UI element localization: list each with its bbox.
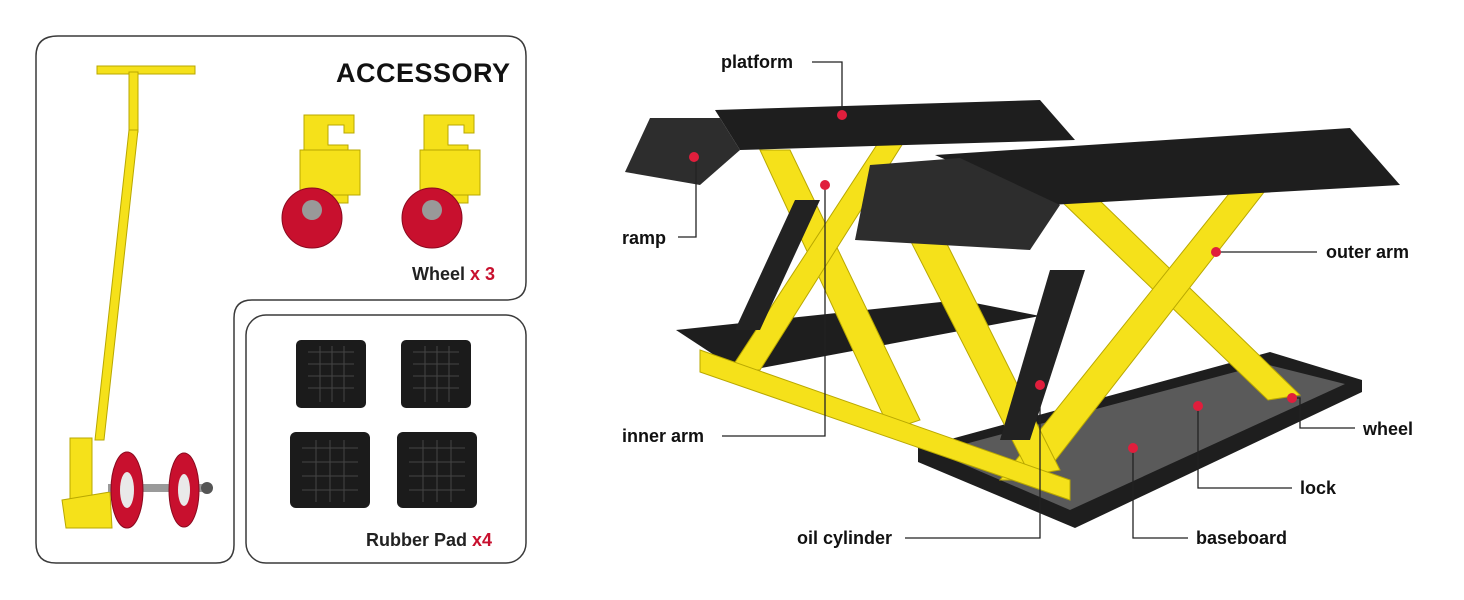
marker-baseboard (1128, 443, 1138, 453)
wheel-accessory-1 (281, 114, 361, 249)
wheel-qty: x 3 (470, 264, 496, 284)
scissor-lift (625, 100, 1400, 528)
callout-outer-arm: outer arm (1326, 242, 1410, 262)
callout-markers (689, 110, 1297, 453)
marker-outer-arm (1211, 247, 1221, 257)
accessory-title: ACCESSORY (336, 58, 511, 88)
accessory-panel (35, 35, 527, 564)
marker-wheel (1287, 393, 1297, 403)
marker-oil-cylinder (1035, 380, 1045, 390)
wheel-accessory-2 (401, 114, 481, 249)
callout-lock: lock (1300, 478, 1337, 498)
marker-ramp (689, 152, 699, 162)
rubber-pad-count-label: Rubber Pad x4 (366, 530, 492, 551)
marker-platform (837, 110, 847, 120)
jack-handle (61, 65, 213, 529)
rubber-pad-label: Rubber Pad (366, 530, 468, 550)
wheel-count-label: Wheel x 3 (412, 264, 495, 285)
callout-platform: platform (721, 52, 793, 72)
callout-ramp: ramp (622, 228, 667, 248)
marker-inner-arm (820, 180, 830, 190)
callout-oil-cylinder: oil cylinder (797, 528, 893, 548)
callout-inner-arm: inner arm (622, 426, 705, 446)
wheel-label: Wheel (412, 264, 466, 284)
rubber-pad-qty: x4 (472, 530, 493, 550)
marker-lock (1193, 401, 1203, 411)
rubber-pad-panel (245, 314, 527, 564)
callout-wheel: wheel (1363, 419, 1414, 439)
callout-baseboard: baseboard (1196, 528, 1288, 548)
rubber-pads (290, 340, 477, 508)
callout-lines (678, 61, 1355, 539)
